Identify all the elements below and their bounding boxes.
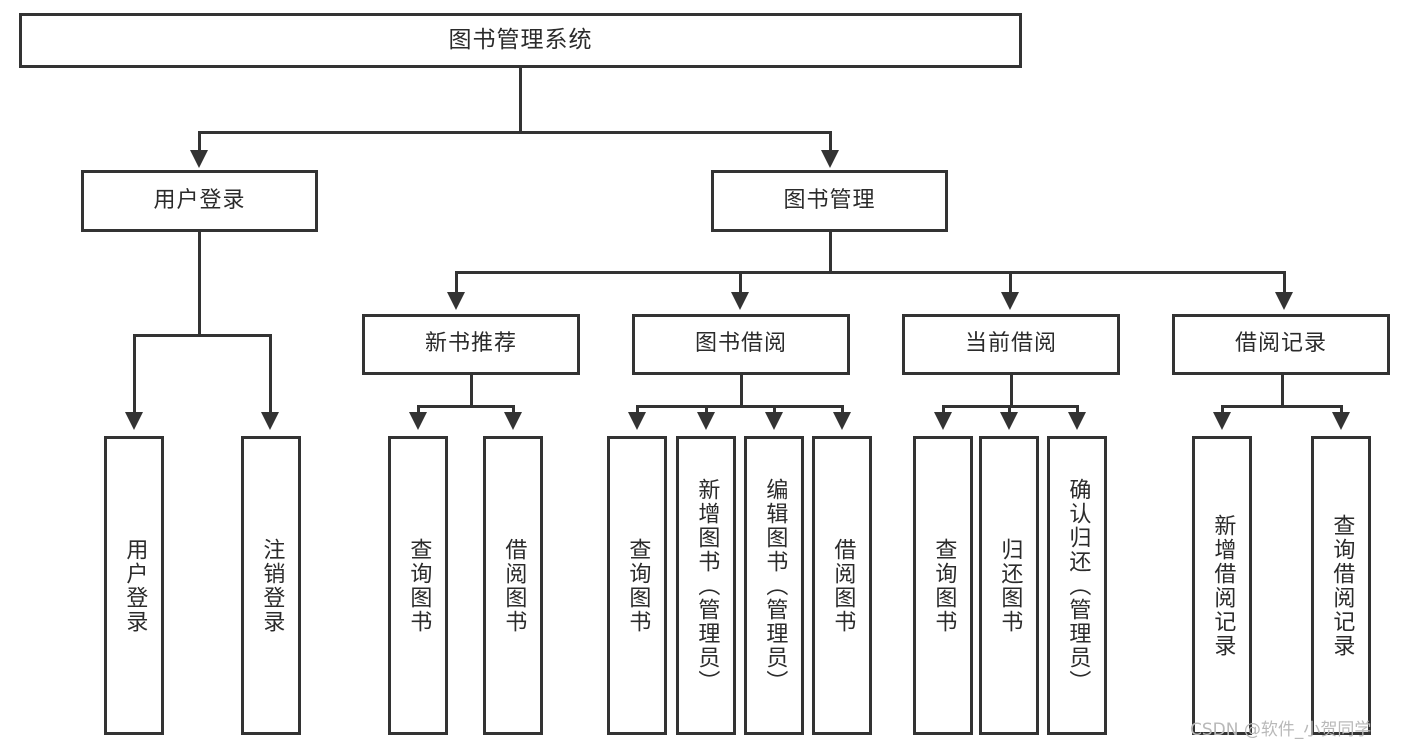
arrowhead-new-book-recommend xyxy=(447,292,465,310)
node-leaf-borrow-record-2[interactable]: 查询借阅记录 xyxy=(1311,436,1371,735)
node-leaf-current-borrow-1-label: 查询图书 xyxy=(931,537,957,634)
node-leaf-current-borrow-3[interactable]: 确认归还（管理员） xyxy=(1047,436,1107,735)
node-leaf-new-book-2-label: 借阅图书 xyxy=(501,537,527,634)
connector-book-manage-bar xyxy=(455,271,1286,274)
node-leaf-user-login-1[interactable]: 用户登录 xyxy=(104,436,164,735)
node-leaf-book-borrow-3[interactable]: 编辑图书（管理员） xyxy=(744,436,804,735)
connector-borrow-record-drop-1 xyxy=(1221,405,1224,416)
connector-book-manage-drop-1 xyxy=(455,271,458,296)
node-leaf-book-borrow-4[interactable]: 借阅图书 xyxy=(812,436,872,735)
connector-new-book-stem xyxy=(470,375,473,405)
connector-current-borrow-stem xyxy=(1010,375,1013,405)
connector-book-manage-stem xyxy=(829,232,832,271)
connector-current-borrow-drop-3 xyxy=(1076,405,1079,416)
node-leaf-book-borrow-1[interactable]: 查询图书 xyxy=(607,436,667,735)
connector-user-login-stem xyxy=(198,232,201,334)
node-book-borrow[interactable]: 图书借阅 xyxy=(632,314,850,375)
node-leaf-new-book-1-label: 查询图书 xyxy=(406,537,432,634)
connector-new-book-drop-1 xyxy=(417,405,420,416)
connector-current-borrow-drop-2 xyxy=(1008,405,1011,416)
node-root-system: 图书管理系统 xyxy=(19,13,1022,68)
arrowhead-leaf-book-borrow-1 xyxy=(628,412,646,430)
node-leaf-borrow-record-1[interactable]: 新增借阅记录 xyxy=(1192,436,1252,735)
node-leaf-book-borrow-2-label: 新增图书（管理员） xyxy=(694,477,720,694)
connector-book-borrow-bar xyxy=(636,405,844,408)
node-leaf-book-borrow-2[interactable]: 新增图书（管理员） xyxy=(676,436,736,735)
node-leaf-book-borrow-4-label: 借阅图书 xyxy=(830,537,856,634)
connector-user-login-bar xyxy=(133,334,272,337)
node-user-login-label: 用户登录 xyxy=(153,187,246,213)
arrowhead-book-manage xyxy=(821,150,839,168)
arrowhead-leaf-book-borrow-3 xyxy=(765,412,783,430)
node-leaf-new-book-2[interactable]: 借阅图书 xyxy=(483,436,543,735)
node-current-borrow-label: 当前借阅 xyxy=(964,331,1057,357)
connector-root-to-book-manage xyxy=(829,131,832,154)
node-leaf-user-login-2-label: 注销登录 xyxy=(259,537,285,634)
node-borrow-record-label: 借阅记录 xyxy=(1234,331,1327,357)
connector-borrow-record-stem xyxy=(1281,375,1284,405)
connector-book-borrow-stem xyxy=(740,375,743,405)
connector-borrow-record-bar xyxy=(1221,405,1343,408)
node-new-book-recommend-label: 新书推荐 xyxy=(424,331,517,357)
node-leaf-user-login-2[interactable]: 注销登录 xyxy=(241,436,301,735)
arrowhead-leaf-current-borrow-1 xyxy=(934,412,952,430)
arrowhead-leaf-current-borrow-3 xyxy=(1068,412,1086,430)
arrowhead-leaf-new-book-1 xyxy=(409,412,427,430)
connector-book-borrow-drop-3 xyxy=(773,405,776,416)
node-current-borrow[interactable]: 当前借阅 xyxy=(902,314,1120,375)
connector-root-bar xyxy=(198,131,832,134)
arrowhead-book-borrow xyxy=(731,292,749,310)
node-leaf-current-borrow-1[interactable]: 查询图书 xyxy=(913,436,973,735)
connector-book-manage-drop-2 xyxy=(739,271,742,296)
arrowhead-leaf-new-book-2 xyxy=(504,412,522,430)
connector-current-borrow-drop-1 xyxy=(942,405,945,416)
arrowhead-leaf-book-borrow-2 xyxy=(697,412,715,430)
connector-root-to-user-login xyxy=(198,131,201,154)
node-leaf-current-borrow-2-label: 归还图书 xyxy=(997,537,1023,634)
connector-book-manage-drop-4 xyxy=(1283,271,1286,296)
arrowhead-current-borrow xyxy=(1001,292,1019,310)
arrowhead-leaf-borrow-record-2 xyxy=(1332,412,1350,430)
arrowhead-leaf-book-borrow-4 xyxy=(833,412,851,430)
connector-user-login-drop-1 xyxy=(133,334,136,416)
node-leaf-book-borrow-3-label: 编辑图书（管理员） xyxy=(762,477,788,694)
node-user-login[interactable]: 用户登录 xyxy=(81,170,318,232)
node-leaf-user-login-1-label: 用户登录 xyxy=(122,537,148,634)
arrowhead-leaf-borrow-record-1 xyxy=(1213,412,1231,430)
connector-new-book-bar xyxy=(417,405,515,408)
node-book-borrow-label: 图书借阅 xyxy=(694,331,787,357)
node-book-manage-label: 图书管理 xyxy=(783,187,876,213)
node-book-manage[interactable]: 图书管理 xyxy=(711,170,948,232)
connector-root-stem xyxy=(519,68,522,131)
arrowhead-leaf-user-login-1 xyxy=(125,412,143,430)
connector-book-manage-drop-3 xyxy=(1009,271,1012,296)
connector-borrow-record-drop-2 xyxy=(1340,405,1343,416)
node-root-system-label: 图书管理系统 xyxy=(448,26,593,53)
node-borrow-record[interactable]: 借阅记录 xyxy=(1172,314,1390,375)
node-leaf-borrow-record-1-label: 新增借阅记录 xyxy=(1210,513,1236,658)
arrowhead-leaf-current-borrow-2 xyxy=(1000,412,1018,430)
node-leaf-borrow-record-2-label: 查询借阅记录 xyxy=(1329,513,1355,658)
node-leaf-new-book-1[interactable]: 查询图书 xyxy=(388,436,448,735)
node-leaf-current-borrow-3-label: 确认归还（管理员） xyxy=(1065,477,1091,694)
arrowhead-borrow-record xyxy=(1275,292,1293,310)
arrowhead-leaf-user-login-2 xyxy=(261,412,279,430)
connector-book-borrow-drop-2 xyxy=(705,405,708,416)
node-leaf-current-borrow-2[interactable]: 归还图书 xyxy=(979,436,1039,735)
connector-book-borrow-drop-1 xyxy=(636,405,639,416)
connector-book-borrow-drop-4 xyxy=(841,405,844,416)
connector-user-login-drop-2 xyxy=(269,334,272,416)
node-new-book-recommend[interactable]: 新书推荐 xyxy=(362,314,580,375)
node-leaf-book-borrow-1-label: 查询图书 xyxy=(625,537,651,634)
connector-new-book-drop-2 xyxy=(512,405,515,416)
arrowhead-user-login xyxy=(190,150,208,168)
